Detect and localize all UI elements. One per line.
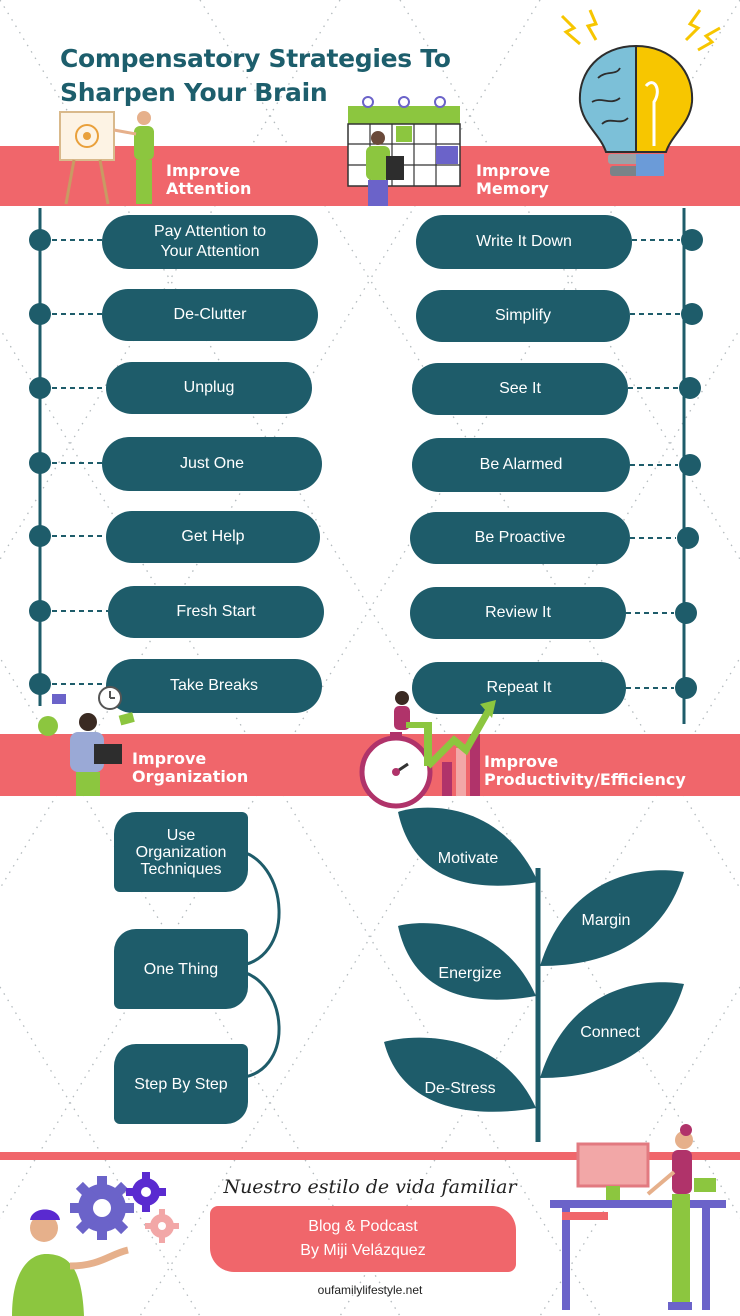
organization-item-2-label: One Thing [143, 960, 219, 978]
memory-line2: Memory [476, 179, 549, 198]
organization-item-3-label: Step By Step [134, 1075, 228, 1093]
footer-divider [0, 1152, 740, 1160]
attention-item-4-label: Just One [179, 455, 245, 472]
memory-item-3: See It [412, 363, 628, 415]
leaf-margin [540, 870, 684, 966]
label-improve-memory: Improve Memory [476, 162, 550, 198]
calendar-icon [347, 96, 461, 206]
attention-item-7-label: Take Breaks [169, 677, 259, 694]
attention-item-3: Unplug [106, 362, 312, 414]
memory-item-7-label: Repeat It [486, 679, 552, 696]
leaf-destress [384, 1037, 536, 1112]
page-title: Compensatory Strategies To Sharpen Your … [60, 42, 510, 110]
memory-item-6-label: Review It [485, 604, 551, 621]
attention-item-1: Pay Attention to Your Attention [102, 215, 318, 269]
attention-item-4: Just One [102, 437, 322, 491]
productivity-item-2: Margin [581, 912, 631, 929]
productivity-item-1: Motivate [437, 850, 499, 867]
attention-item-7: Take Breaks [106, 659, 322, 713]
attention-item-5-label: Get Help [181, 528, 245, 545]
productivity-line2: Productivity/Efficiency [484, 770, 686, 789]
footer-url[interactable]: oufamilylifestyle.net [317, 1283, 423, 1297]
leaf-motivate [398, 807, 538, 886]
title-line-1: Compensatory Strategies To [60, 44, 451, 73]
productivity-item-5: De-Stress [424, 1080, 496, 1097]
leaf-energize [398, 923, 536, 1000]
memory-item-4: Be Alarmed [412, 438, 630, 492]
footer-credit-line2: By Miji Velázquez [300, 1242, 426, 1259]
attention-item-1-label: Pay Attention to Your Attention [153, 223, 267, 260]
productivity-item-4: Connect [580, 1024, 640, 1041]
organization-line2: Organization [132, 767, 249, 786]
label-improve-productivity: Improve Productivity/Efficiency [484, 753, 686, 789]
productivity-item-3: Energize [438, 965, 502, 982]
organization-item-1: Use Organization Techniques [114, 812, 248, 892]
footer-tagline: Nuestro estilo de vida familiar [223, 1176, 517, 1198]
attention-item-6: Fresh Start [108, 586, 324, 638]
presentation-board-icon [59, 111, 154, 205]
memory-item-2: Simplify [416, 290, 630, 342]
stopwatch-icon [359, 691, 496, 809]
title-line-2: Sharpen Your Brain [60, 78, 328, 107]
attention-line1: Improve [166, 161, 241, 180]
footer-credit-line1: Blog & Podcast [308, 1218, 418, 1235]
gears-icon [12, 1172, 179, 1316]
memory-item-5-label: Be Proactive [474, 529, 566, 546]
clock-icon [38, 686, 135, 796]
organization-line1: Improve [132, 749, 207, 768]
memory-item-6: Review It [410, 587, 626, 639]
attention-item-3-label: Unplug [183, 379, 235, 396]
timeline-lines [29, 208, 703, 724]
memory-item-7: Repeat It [412, 662, 626, 714]
attention-item-2: De-Clutter [102, 289, 318, 341]
attention-line2: Attention [166, 179, 252, 198]
organization-item-1-label: Use Organization Techniques [135, 826, 227, 878]
memory-item-1: Write It Down [416, 215, 632, 269]
memory-item-2-label: Simplify [494, 307, 551, 324]
attention-item-6-label: Fresh Start [176, 603, 256, 620]
memory-item-5: Be Proactive [410, 512, 630, 564]
brain-lightbulb-icon [560, 9, 721, 176]
organization-item-2: One Thing [114, 929, 248, 1009]
label-improve-attention: Improve Attention [166, 162, 251, 198]
leaf-connect [540, 982, 684, 1078]
memory-line1: Improve [476, 161, 551, 180]
attention-item-2-label: De-Clutter [173, 306, 247, 323]
footer-credit-box: Blog & Podcast By Miji Velázquez [210, 1206, 516, 1272]
label-improve-organization: Improve Organization [132, 750, 248, 786]
organization-item-3: Step By Step [114, 1044, 248, 1124]
attention-item-5: Get Help [106, 511, 320, 563]
organization-connector [233, 848, 281, 1080]
memory-item-4-label: Be Alarmed [479, 456, 563, 473]
memory-item-1-label: Write It Down [476, 233, 572, 250]
productivity-line1: Improve [484, 752, 559, 771]
memory-item-3-label: See It [499, 380, 541, 397]
standing-desk-icon [550, 1124, 726, 1310]
productivity-plant [384, 807, 684, 1142]
